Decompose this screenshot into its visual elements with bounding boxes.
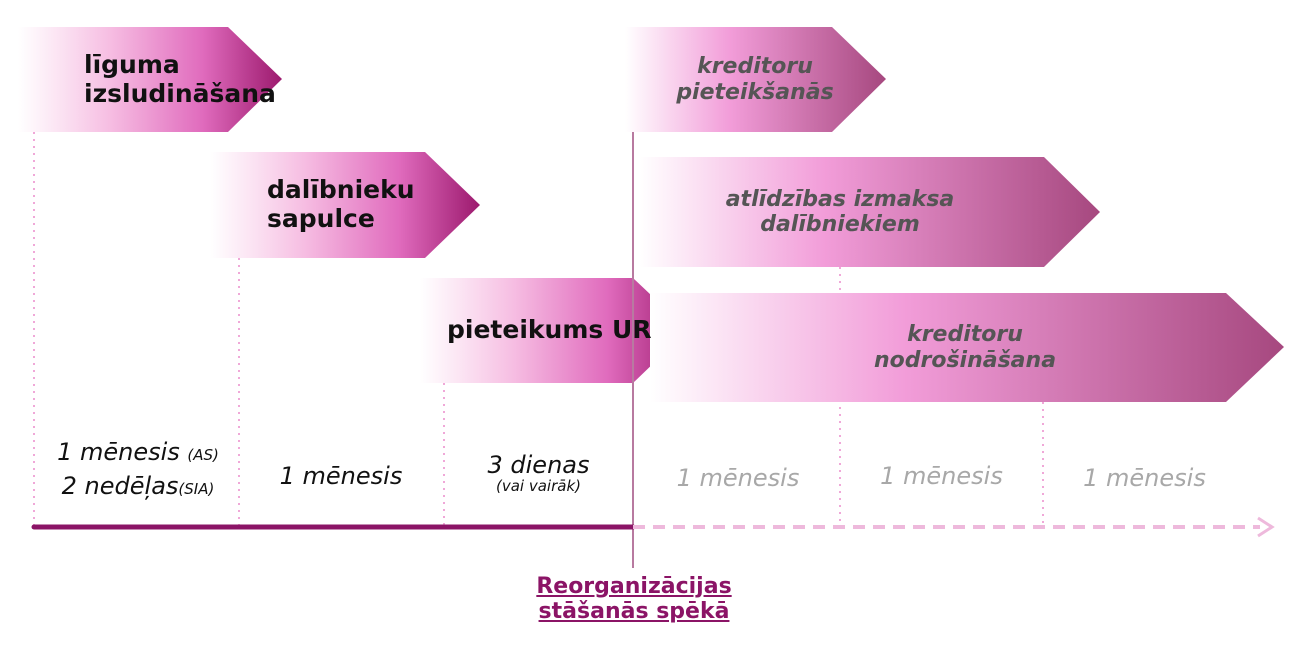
duration-1: 1 mēnesis (AS) 2 nedēļas(SIA) bbox=[38, 436, 238, 503]
timeline-arrowhead bbox=[1257, 516, 1275, 538]
label-kreditoru-pieteiksanas: kreditoru pieteikšanās bbox=[655, 27, 855, 132]
label-line: sapulce bbox=[267, 204, 375, 233]
duration-value: 2 nedēļas bbox=[61, 471, 179, 500]
duration-2: 1 mēnesis bbox=[241, 462, 441, 490]
effective-line: Reorganizācijas bbox=[536, 574, 732, 599]
label-liguma-izsludinasana: līguma izsludināšana bbox=[84, 27, 276, 132]
arrow-kreditoru-nodrosinasana bbox=[650, 293, 1284, 402]
label-line: atlīdzības izmaksa bbox=[725, 186, 955, 212]
label-line: kreditoru bbox=[697, 54, 813, 80]
duration-value: 1 mēnesis bbox=[676, 464, 800, 492]
effective-date-label: Reorganizācijas stāšanās spēkā bbox=[518, 574, 750, 625]
label-line: pieteikšanās bbox=[676, 79, 834, 105]
label-dalibnieku-sapulce: dalībnieku sapulce bbox=[267, 152, 415, 258]
duration-3: 3 dienas (vai vairāk) bbox=[446, 452, 631, 495]
label-line: līguma bbox=[84, 49, 180, 79]
duration-note: (AS) bbox=[187, 446, 219, 464]
duration-note: (SIA) bbox=[178, 479, 215, 498]
duration-4: 1 mēnesis bbox=[636, 464, 840, 492]
duration-line: 1 mēnesis (AS) bbox=[38, 436, 238, 470]
arrow-dalibnieku-sapulce bbox=[210, 152, 480, 258]
duration-value: 1 mēnesis bbox=[279, 462, 403, 490]
duration-5: 1 mēnesis bbox=[840, 462, 1043, 490]
duration-value: 1 mēnesis bbox=[57, 438, 180, 466]
label-line: nodrošināšana bbox=[873, 347, 1057, 373]
duration-note: (vai vairāk) bbox=[496, 477, 581, 496]
duration-value: 1 mēnesis bbox=[880, 462, 1003, 490]
arrow-liguma-izsludinasana bbox=[18, 27, 282, 132]
label-line: pieteikums UR bbox=[447, 315, 652, 345]
label-line: dalībnieku bbox=[267, 175, 415, 205]
duration-value: 3 dienas bbox=[487, 451, 590, 479]
label-line: kreditoru bbox=[907, 322, 1023, 348]
label-kreditoru-nodrosinasana: kreditoru nodrošināšana bbox=[835, 293, 1095, 402]
label-atlidzibas-izmaksa: atlīdzības izmaksa dalībniekiem bbox=[700, 157, 980, 267]
effective-line: stāšanās spēkā bbox=[538, 599, 730, 625]
arrow-atlidzibas-izmaksa bbox=[640, 157, 1100, 267]
arrow-pieteikums-ur bbox=[420, 278, 688, 383]
label-pieteikums-ur: pieteikums UR bbox=[447, 278, 652, 383]
label-line: dalībniekiem bbox=[760, 212, 920, 237]
duration-6: 1 mēnesis bbox=[1043, 464, 1246, 492]
arrow-kreditoru-pieteiksanas bbox=[625, 27, 886, 132]
duration-line: 2 nedēļas(SIA) bbox=[38, 470, 238, 504]
duration-value: 1 mēnesis bbox=[1083, 464, 1206, 492]
label-line: izsludināšana bbox=[84, 78, 276, 108]
